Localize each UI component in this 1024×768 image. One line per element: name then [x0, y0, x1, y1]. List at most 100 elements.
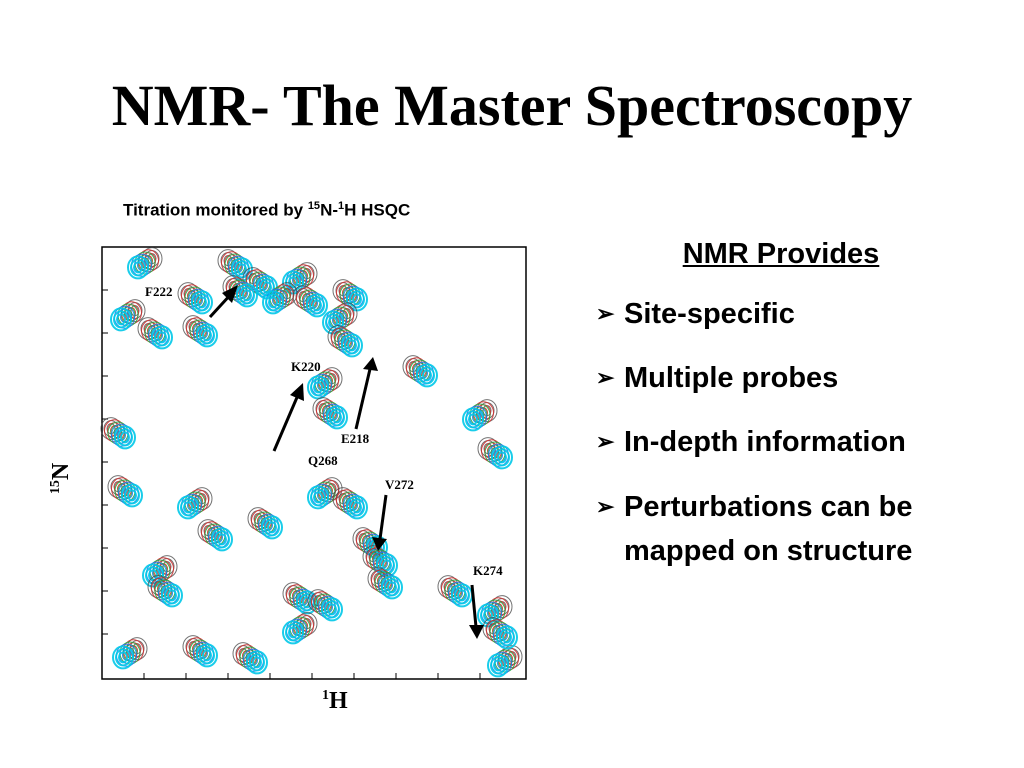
contour [114, 425, 136, 450]
contour [191, 290, 213, 315]
contour [261, 515, 283, 540]
contour [468, 413, 478, 426]
y-axis-label: 15N [48, 463, 75, 494]
contour [120, 431, 130, 444]
contour [332, 411, 342, 424]
contour [127, 255, 149, 280]
contour [164, 586, 180, 605]
contour [211, 527, 233, 552]
arrow-e218 [354, 368, 372, 430]
peak-cluster [197, 519, 233, 552]
contour [454, 586, 470, 605]
slide-title: NMR- The Master Spectroscopy [111, 73, 913, 138]
contour [309, 296, 325, 315]
contour [268, 296, 278, 309]
contour [341, 333, 363, 358]
contour [110, 307, 132, 332]
y-axis-text: N [48, 462, 75, 481]
contour [491, 445, 513, 470]
contour [381, 575, 403, 600]
bullet-text: Perturbations can be mapped on structure [624, 491, 913, 567]
contour [477, 603, 499, 628]
contour [237, 263, 247, 276]
contour [465, 410, 481, 429]
contour [154, 328, 170, 347]
contour [236, 283, 258, 308]
bullet-text: Multiple probes [624, 362, 839, 394]
contour [307, 485, 329, 510]
contour [313, 381, 323, 394]
contour [382, 559, 392, 572]
contour [422, 369, 432, 382]
contour [196, 643, 218, 668]
contour [117, 428, 133, 447]
spectrum-frame [101, 246, 527, 680]
contour [288, 626, 298, 639]
peak-cluster [477, 595, 513, 628]
contour [112, 645, 134, 670]
peak-cluster [177, 282, 213, 315]
contour [310, 488, 326, 507]
arrow-v272 [378, 494, 388, 540]
contour [347, 339, 357, 352]
contour [493, 659, 503, 672]
contour [327, 603, 337, 616]
contour [151, 325, 173, 350]
contour [234, 260, 250, 279]
contour [321, 597, 343, 622]
bullet-item: ➢Site-specific [596, 293, 1016, 335]
contour [113, 310, 129, 329]
peak-cluster [307, 367, 343, 400]
contour [326, 405, 348, 430]
peak-label-k274: K274 [473, 563, 503, 578]
contour [312, 299, 322, 312]
contour [214, 530, 230, 549]
contour [115, 648, 131, 667]
contour [265, 293, 281, 312]
peak-cluster [182, 635, 218, 668]
contour [183, 501, 193, 514]
peak-cluster [312, 397, 348, 430]
bullet-item: ➢Multiple probes [596, 357, 1016, 399]
contour [239, 286, 255, 305]
hsqc-spectrum: F222 K220 E218 Q268 V272 K274 [100, 246, 527, 680]
contour [352, 293, 362, 306]
contour [494, 448, 510, 467]
peak-cluster [307, 477, 343, 510]
peak-cluster [247, 507, 283, 540]
contour [416, 363, 438, 388]
contour [349, 290, 365, 309]
peak-cluster [110, 299, 146, 332]
peak-cluster [332, 487, 368, 520]
x-axis-sup: 1 [322, 688, 329, 703]
contour [180, 498, 196, 517]
bullet-text: Site-specific [624, 298, 795, 330]
contour [282, 620, 304, 645]
peak-cluster [137, 317, 173, 350]
peak-cluster [147, 575, 183, 608]
contour [490, 656, 506, 675]
peak-label-k220: K220 [291, 359, 321, 374]
contour [116, 313, 126, 326]
peak-cluster [437, 575, 473, 608]
caption-sup-15: 15 [307, 200, 321, 212]
contour [262, 290, 284, 315]
contour [249, 653, 265, 672]
panel-heading: NMR Provides [682, 238, 880, 270]
contour [496, 625, 518, 650]
peak-cluster [487, 645, 523, 678]
caption-mid: N- [320, 200, 339, 220]
contour [462, 407, 484, 432]
contour [324, 600, 340, 619]
caption-sup-1: 1 [338, 200, 345, 212]
contour [202, 649, 212, 662]
contour [296, 590, 318, 615]
contour [307, 375, 329, 400]
arrow-k220 [272, 394, 300, 452]
contour [349, 498, 365, 517]
contour [499, 628, 515, 647]
peak-cluster [477, 437, 513, 470]
peak-label-e218: E218 [341, 431, 370, 446]
peak-cluster [402, 355, 438, 388]
peak-cluster [262, 282, 298, 315]
